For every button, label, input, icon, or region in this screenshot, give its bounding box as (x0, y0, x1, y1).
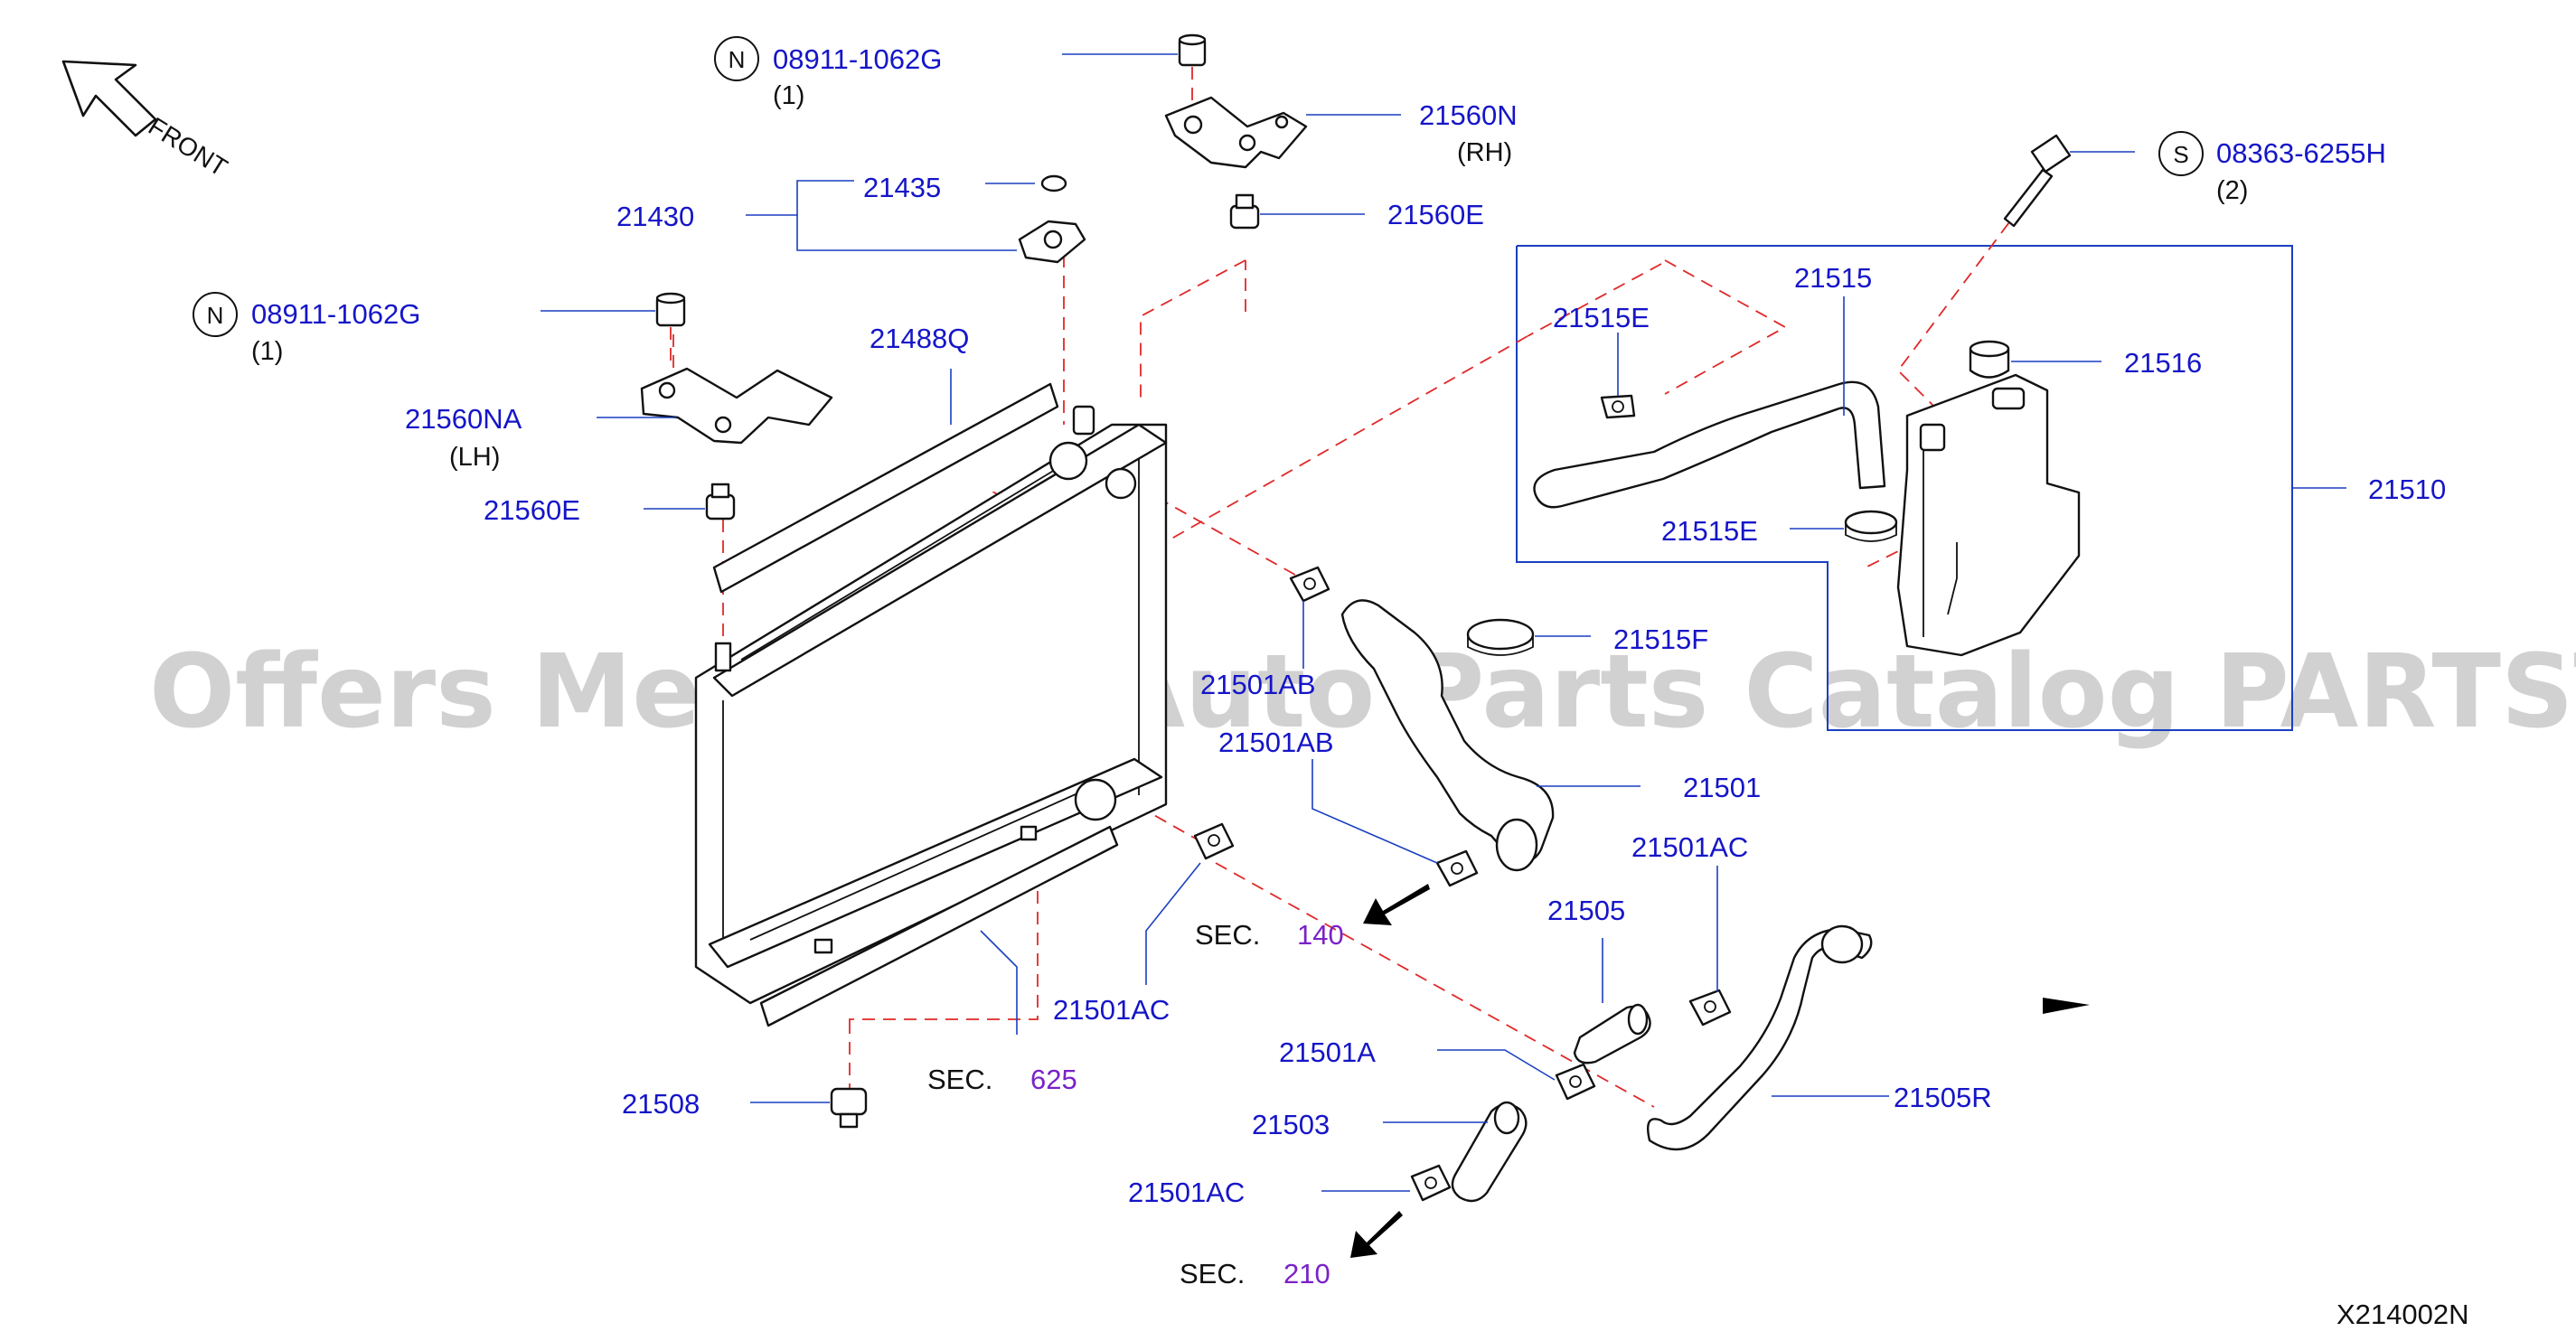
hose-21505-icon (1573, 1003, 1651, 1064)
label-bracket-rh: 21560N (1419, 99, 1518, 131)
reservoir-hose-icon (1533, 380, 1886, 509)
n-badge-left: N (193, 292, 238, 337)
label-cap-upper: 21435 (863, 172, 941, 203)
sec-210-number: 210 (1283, 1258, 1330, 1289)
label-bracket-lh: 21560NA (405, 403, 522, 435)
front-label: FRONT (144, 112, 232, 182)
leader-clamp-ab-lower (1312, 759, 1438, 864)
clamp-a-icon (1555, 1063, 1596, 1101)
label-clamp-f: 21515F (1613, 624, 1708, 655)
reservoir-tank-icon (1896, 373, 2081, 657)
radiator-cap-icon (1018, 220, 1086, 264)
tank-clamp-top-icon (1600, 394, 1636, 419)
clamp-ac-low-icon (1410, 1164, 1452, 1202)
label-clamp-ab-lower: 21501AB (1218, 727, 1334, 758)
label-cap-group: 21430 (616, 201, 694, 232)
svg-text:S: S (2173, 141, 2188, 168)
sec-210-arrow-icon (1350, 1211, 1403, 1258)
reservoir-group-box (1516, 245, 2293, 731)
clamp-ac-mid-icon (1193, 822, 1235, 860)
label-nut-top: 08911-1062G (773, 43, 942, 75)
clamp-f-icon (1466, 618, 1535, 656)
clamp-ab-lower-icon (1435, 849, 1479, 887)
label-hose-21505r: 21505R (1894, 1082, 1992, 1113)
leader-cap-group-lower (796, 215, 1017, 251)
label-tank-clamp-top: 21515E (1553, 302, 1650, 333)
hose-21505r-icon (1646, 924, 1873, 1151)
left-nut-icon (655, 292, 686, 327)
label-nut-left: 08911-1062G (251, 298, 420, 330)
label-bracket-rh-side: (RH) (1457, 138, 1512, 167)
pointer-arrow-icon (2043, 998, 2090, 1014)
leader-clamp-ac-mid (1145, 862, 1201, 985)
sec-625-word: SEC. (927, 1064, 992, 1095)
label-upper-hose: 21501 (1683, 772, 1761, 803)
s-badge: S (2158, 131, 2204, 176)
label-nut-top-qty: (1) (773, 81, 804, 110)
leader-clamp-a (1437, 1049, 1556, 1081)
cap-seal-icon (1040, 174, 1067, 192)
leader-sec-625 (980, 930, 1018, 1035)
lower-seal-strip (759, 825, 1119, 1027)
sec-140-arrow-icon (1363, 884, 1430, 925)
label-seal-lower: 21508 (622, 1088, 700, 1120)
label-clamp-ab-upper: 21501AB (1200, 669, 1316, 700)
sec-140-number: 140 (1297, 919, 1344, 951)
svg-text:N: N (729, 46, 746, 73)
label-nut-left-qty: (1) (251, 337, 283, 366)
label-hose-21503: 21503 (1252, 1109, 1330, 1140)
assembly-dashed-lines (672, 189, 2035, 1108)
label-bolt: 08363-6255H (2216, 137, 2386, 169)
top-nut-icon (1178, 33, 1207, 67)
n-badge-top: N (714, 36, 759, 81)
label-hose-21505: 21505 (1547, 895, 1625, 926)
rh-bracket-icon (1164, 96, 1308, 169)
label-tank-cap: 21516 (2124, 347, 2202, 379)
sec-140-word: SEC. (1195, 919, 1260, 951)
label-clamp-ac-low: 21501AC (1128, 1177, 1245, 1208)
reference-code: X214002N (2336, 1299, 2469, 1330)
svg-text:N: N (207, 302, 224, 329)
lh-bracket-icon (640, 367, 833, 445)
left-mount-icon (705, 483, 736, 520)
label-mount-upper-rh: 21560E (1387, 199, 1484, 230)
upper-hose-icon (1340, 599, 1555, 872)
label-clamp-ac-right: 21501AC (1631, 831, 1748, 863)
label-bolt-qty: (2) (2216, 176, 2248, 205)
sec-210-word: SEC. (1180, 1258, 1245, 1289)
upper-rh-mount-icon (1229, 193, 1260, 230)
front-arrow-icon (61, 60, 157, 137)
clamp-ac-right-icon (1688, 989, 1732, 1027)
lower-mount-icon (830, 1087, 868, 1129)
label-seal-upper: 21488Q (870, 323, 969, 354)
tank-clamp-bottom-icon (1844, 510, 1898, 542)
label-clamp-a: 21501A (1279, 1036, 1376, 1068)
label-tank-clamp-bottom: 21515E (1661, 515, 1758, 547)
radiator-core (694, 405, 1168, 1005)
bolt-icon (2003, 134, 2072, 228)
clamp-ab-upper-icon (1289, 566, 1330, 603)
label-bracket-lh-side: (LH) (449, 443, 500, 472)
leader-cap-group-upper (746, 180, 854, 216)
upper-seal-strip (712, 382, 1059, 594)
label-tank-hose: 21515 (1794, 262, 1872, 294)
tank-cap-icon (1969, 340, 2010, 379)
label-reservoir: 21510 (2368, 474, 2446, 505)
hose-21503-icon (1451, 1101, 1528, 1203)
label-clamp-ac-mid: 21501AC (1053, 994, 1170, 1026)
sec-625-number: 625 (1030, 1064, 1077, 1095)
label-mount-left: 21560E (484, 494, 580, 526)
